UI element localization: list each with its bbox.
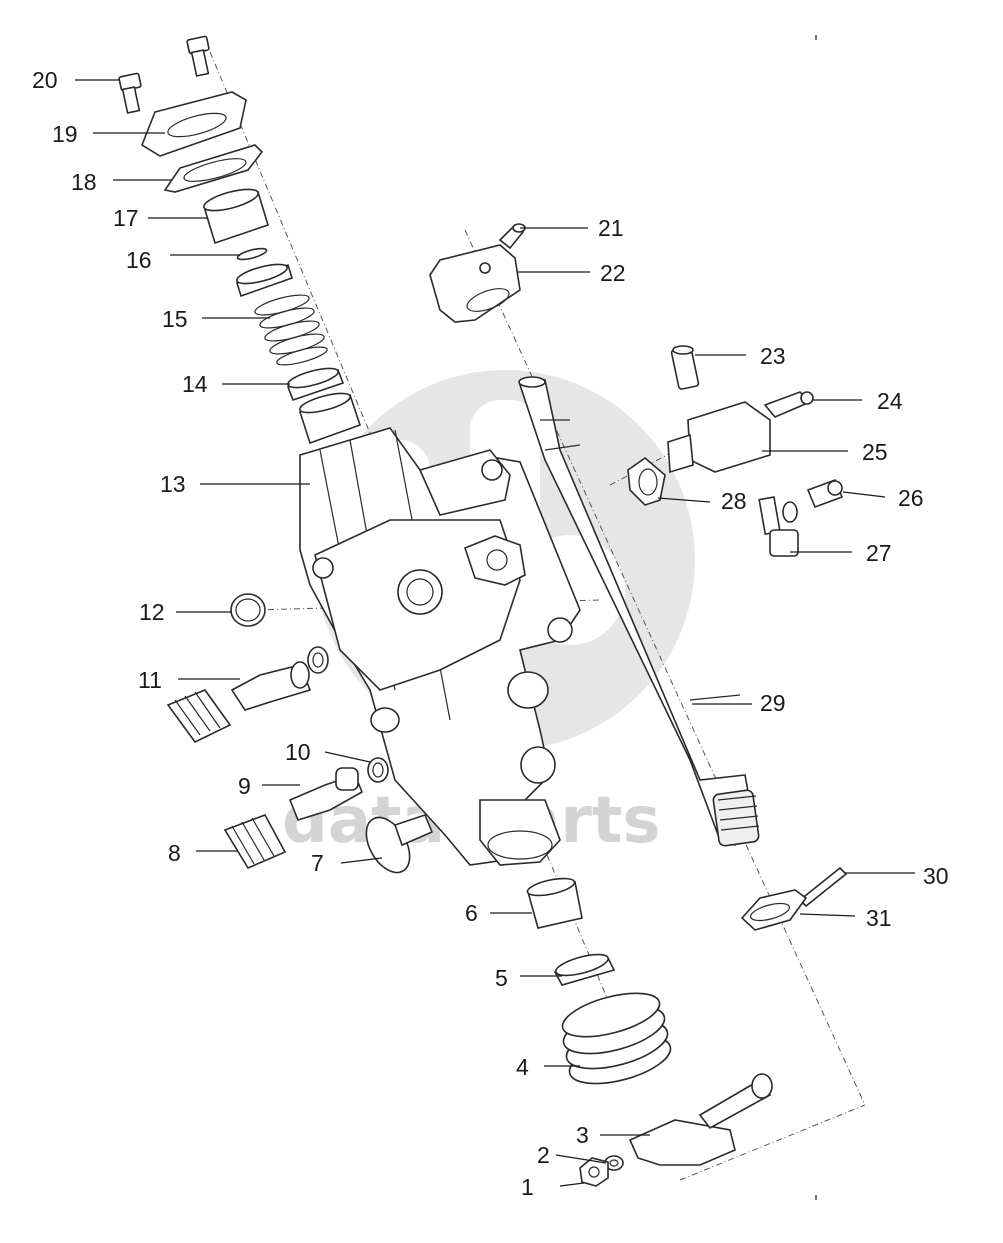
callout-3: 3 (576, 1122, 589, 1148)
callout-8: 8 (168, 840, 181, 866)
part-18-gasket (163, 144, 264, 193)
part-17-sleeve (203, 188, 269, 245)
part-21-pin (498, 223, 526, 250)
part-24-connector (763, 391, 814, 418)
leader-lines (75, 79, 915, 1187)
callout-1: 1 (521, 1174, 534, 1200)
part-31-clamp (740, 889, 808, 931)
part-30-pin (798, 866, 848, 908)
part-14-sleeve (298, 392, 362, 445)
part-16-ring (236, 247, 268, 261)
callout-31: 31 (866, 905, 892, 931)
part-26-elbow (806, 478, 844, 509)
callout-22: 22 (600, 260, 626, 286)
callout-16: 16 (126, 247, 152, 273)
part-9-valve (288, 767, 364, 821)
callout-29: 29 (760, 690, 786, 716)
callout-27: 27 (866, 540, 892, 566)
part-12-ring (230, 593, 266, 627)
callout-17: 17 (113, 205, 139, 231)
callout-25: 25 (862, 439, 888, 465)
part-14-washer (286, 367, 345, 402)
callout-6: 6 (465, 900, 478, 926)
callout-19: 19 (52, 121, 78, 147)
part-25-valve-body (667, 401, 771, 474)
part-4-pulley (561, 992, 672, 1085)
part-22-bracket (429, 244, 521, 323)
callout-5: 5 (495, 965, 508, 991)
callout-12: 12 (139, 599, 165, 625)
part-19-flange (141, 91, 247, 157)
callout-23: 23 (760, 343, 786, 369)
part-15-spring (236, 263, 328, 366)
part-20-bolt (118, 35, 210, 114)
part-6-bushing (526, 877, 583, 929)
callout-13: 13 (160, 471, 186, 497)
part-10-ring (367, 757, 389, 783)
part-3-lever (628, 1073, 773, 1166)
callout-4: 4 (516, 1054, 529, 1080)
callout-15: 15 (162, 306, 188, 332)
callout-24: 24 (877, 388, 903, 414)
callout-20: 20 (32, 67, 58, 93)
part-29-shaft (518, 376, 760, 847)
callout-26: 26 (898, 485, 924, 511)
part-1-nut (579, 1157, 609, 1187)
callout-18: 18 (71, 169, 97, 195)
callout-21: 21 (598, 215, 624, 241)
callout-30: 30 (923, 863, 949, 889)
callout-10: 10 (285, 739, 311, 765)
callout-2: 2 (537, 1142, 550, 1168)
part-13-housing (299, 427, 581, 866)
part-5-ring (553, 953, 616, 986)
part-27-tee (758, 496, 799, 557)
callout-7: 7 (311, 850, 324, 876)
callout-14: 14 (182, 371, 208, 397)
callout-labels: 1 2 3 4 5 6 7 8 9 10 11 12 13 14 15 16 1… (32, 67, 949, 1200)
callout-28: 28 (721, 488, 747, 514)
callout-11: 11 (138, 667, 162, 693)
callout-9: 9 (238, 773, 251, 799)
part-8-nut (223, 814, 287, 870)
part-23-fitting (670, 345, 700, 390)
part-28-gasket (627, 456, 666, 506)
part-11-plug (166, 646, 329, 744)
